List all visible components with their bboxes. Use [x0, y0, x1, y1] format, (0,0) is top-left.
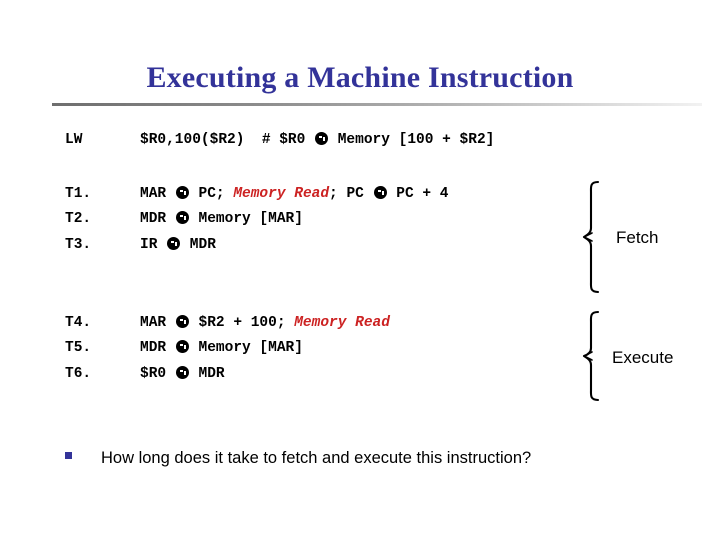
- instruction-operands-post: Memory [100 + $R2]: [329, 132, 495, 148]
- step-body-t2: MDR Memory [MAR]: [140, 210, 303, 228]
- fetch-brace-icon: [582, 180, 604, 294]
- t1-memory-read-keyword: Memory Read: [233, 186, 330, 202]
- t2-seg1: MDR: [140, 211, 175, 227]
- left-arrow-assignment-icon: [373, 186, 387, 199]
- t6-seg1: $R0: [140, 366, 175, 382]
- step-label-t6: T6.: [65, 366, 92, 382]
- instruction-mnemonic: LW: [65, 132, 83, 148]
- t4-memory-read-keyword: Memory Read: [294, 315, 390, 331]
- instruction-operands: $R0,100($R2) # $R0 Memory [100 + $R2]: [140, 131, 494, 149]
- left-arrow-assignment-icon: [167, 237, 181, 250]
- step-body-t1: MAR PC; Memory Read; PC PC + 4: [140, 185, 448, 203]
- step-body-t6: $R0 MDR: [140, 365, 225, 383]
- step-label-t3: T3.: [65, 237, 92, 253]
- step-body-t5: MDR Memory [MAR]: [140, 339, 303, 357]
- question-text: How long does it take to fetch and execu…: [101, 449, 532, 467]
- step-body-t4: MAR $R2 + 100; Memory Read: [140, 314, 390, 332]
- group-label-execute: Execute: [612, 348, 674, 367]
- left-arrow-assignment-icon: [175, 366, 189, 379]
- step-label-t1: T1.: [65, 186, 92, 202]
- step-body-t3: IR MDR: [140, 236, 216, 254]
- t4-seg2: $R2 + 100;: [189, 315, 295, 331]
- left-arrow-assignment-icon: [175, 186, 189, 199]
- t1-seg1: MAR: [140, 186, 175, 202]
- left-arrow-assignment-icon: [175, 340, 189, 353]
- t1-seg2: PC;: [189, 186, 234, 202]
- left-arrow-assignment-icon: [315, 132, 329, 145]
- t4-seg1: MAR: [140, 315, 175, 331]
- step-label-t5: T5.: [65, 340, 92, 356]
- instruction-operands-pre: $R0,100($R2) # $R0: [140, 132, 315, 148]
- group-label-fetch: Fetch: [616, 228, 659, 247]
- t2-seg2: Memory [MAR]: [189, 211, 303, 227]
- step-label-t4: T4.: [65, 315, 92, 331]
- execute-brace-icon: [582, 310, 604, 402]
- title-divider: [52, 103, 702, 106]
- left-arrow-assignment-icon: [175, 211, 189, 224]
- t6-seg2: MDR: [189, 366, 225, 382]
- step-label-t2: T2.: [65, 211, 92, 227]
- t5-seg1: MDR: [140, 340, 175, 356]
- page-title: Executing a Machine Instruction: [146, 61, 574, 94]
- question-row: How long does it take to fetch and execu…: [65, 448, 685, 468]
- t3-seg1: IR: [140, 237, 167, 253]
- t3-seg2: MDR: [181, 237, 216, 253]
- t1-seg3: ; PC: [329, 186, 373, 202]
- square-bullet-icon: [65, 452, 72, 459]
- t5-seg2: Memory [MAR]: [189, 340, 303, 356]
- t1-seg4: PC + 4: [387, 186, 449, 202]
- left-arrow-assignment-icon: [175, 315, 189, 328]
